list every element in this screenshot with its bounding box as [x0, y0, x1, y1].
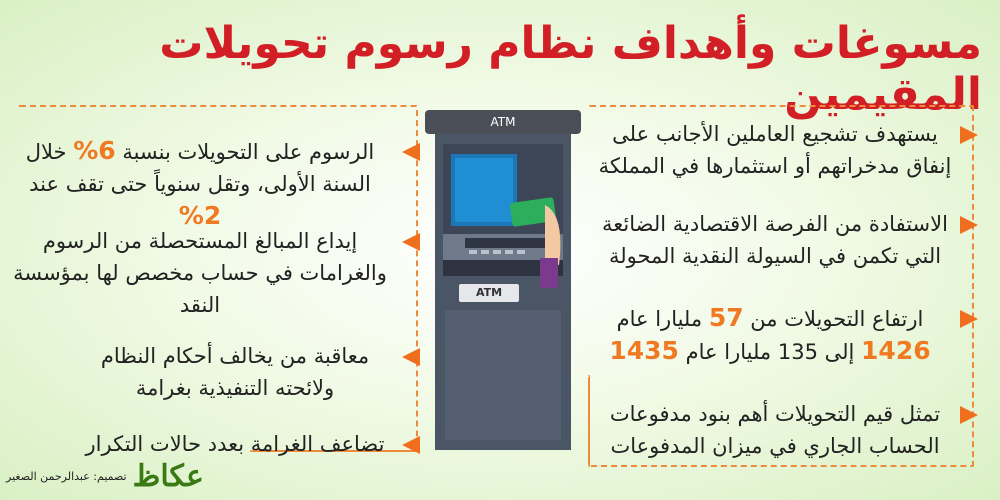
arrow-icon	[402, 143, 420, 161]
growth-highlight-57: 57	[708, 303, 744, 332]
right-item-growth: ارتفاع التحويلات من 57 مليارا عام 1426 إ…	[600, 302, 940, 368]
arrow-icon	[960, 310, 978, 328]
credit: عكاظ تصميم: عبدالرحمن الصغير	[6, 459, 204, 494]
atm-illustration: ATM ATM	[425, 110, 581, 450]
fees-text-start: الرسوم على التحويلات بنسبة	[115, 140, 375, 164]
growth-text-middle-1: مليارا عام	[616, 307, 709, 331]
okaz-logo: عكاظ	[132, 459, 204, 494]
right-item-balance: تمثل قيم التحويلات أهم بنود مدفوعات الحس…	[609, 402, 941, 458]
arrow-icon	[960, 406, 978, 424]
left-item-deposit: إيداع المبالغ المستحصلة من الرسوم والغرا…	[13, 229, 387, 317]
right-frame-notch	[588, 375, 590, 467]
fees-text-middle: خلال السنة الأولى، وتقل سنوياً حتى تقف ع…	[25, 140, 371, 196]
atm-icon	[425, 110, 581, 450]
atm-top-label: ATM	[490, 115, 516, 129]
arrow-icon	[960, 216, 978, 234]
arrow-icon	[402, 436, 420, 454]
growth-highlight-1426: 1426	[861, 336, 931, 365]
page-title: مسوغات وأهداف نظام رسوم تحويلات المقيمين	[159, 18, 982, 120]
left-frame-bottom	[250, 450, 418, 452]
designer-credit: تصميم: عبدالرحمن الصغير	[6, 470, 127, 483]
atm-slot-label: ATM	[475, 286, 503, 299]
growth-highlight-1435: 1435	[609, 336, 679, 365]
left-item-double: تضاعف الغرامة بعدد حالات التكرار	[85, 432, 385, 456]
right-frame	[588, 105, 974, 467]
growth-text-start: ارتفاع التحويلات من	[743, 307, 924, 331]
fees-highlight-first-year: 6%	[73, 136, 116, 165]
left-item-penalty: معاقبة من يخالف أحكام النظام ولائحته الت…	[100, 344, 370, 400]
right-item-opportunity: الاستفادة من الفرصة الاقتصادية الضائعة ا…	[602, 212, 948, 268]
left-item-fees: الرسوم على التحويلات بنسبة 6% خلال السنة…	[5, 135, 395, 233]
fees-highlight-floor: 2%	[178, 201, 222, 230]
arrow-icon	[402, 233, 420, 251]
growth-text-middle-2: إلى 135 مليارا عام	[678, 340, 862, 364]
left-frame	[18, 105, 418, 450]
right-item-goal: يستهدف تشجيع العاملين الأجانب على إنفاق …	[598, 122, 952, 178]
arrow-icon	[402, 348, 420, 366]
arrow-icon	[960, 126, 978, 144]
